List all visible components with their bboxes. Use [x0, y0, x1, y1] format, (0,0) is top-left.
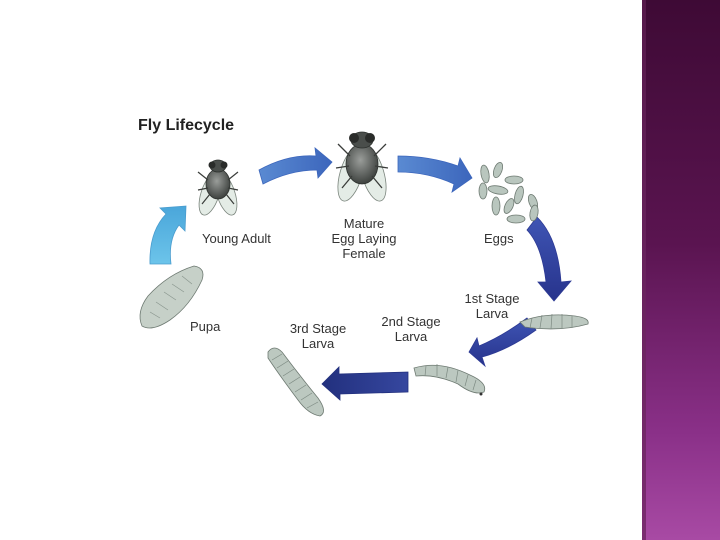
second-larva-label-line: Larva: [394, 329, 428, 344]
third-larva-label-line: Larva: [301, 336, 335, 351]
eggs-label: Eggs: [484, 231, 514, 246]
eggs-illustration: [478, 161, 539, 224]
decorative-side-panel: [642, 0, 720, 540]
arrow-young-adult-to-mature: [258, 147, 333, 185]
second-stage-larva-illustration: [413, 364, 486, 396]
arrow-pupa-to-young-adult: [149, 205, 187, 265]
first-stage-larva-illustration: [519, 313, 589, 330]
mature-label-line: Egg Laying: [331, 231, 397, 246]
first-stage-larva-label: 1st Stage Larva: [458, 291, 526, 321]
second-larva-label-line: 2nd Stage: [381, 314, 441, 329]
arrow-second-to-third-larva: [321, 366, 409, 401]
mature-female-fly-illustration: [335, 131, 389, 202]
second-stage-larva-label: 2nd Stage Larva: [374, 314, 448, 344]
side-panel-edge: [642, 0, 646, 540]
arrow-eggs-to-first-larva: [526, 216, 572, 302]
third-stage-larva-illustration: [267, 347, 324, 417]
young-adult-label: Young Adult: [202, 231, 271, 246]
arrow-first-to-second-larva: [468, 317, 537, 368]
mature-female-label: Mature Egg Laying Female: [324, 216, 404, 261]
mature-label-line: Female: [342, 246, 386, 261]
third-stage-larva-label: 3rd Stage Larva: [282, 321, 354, 351]
first-larva-label-line: 1st Stage: [464, 291, 520, 306]
diagram-title: Fly Lifecycle: [138, 117, 235, 134]
arrow-mature-to-eggs: [397, 155, 473, 193]
pupa-label: Pupa: [190, 319, 221, 334]
young-adult-fly-illustration: [197, 159, 239, 216]
mature-label-line: Mature: [343, 216, 385, 231]
first-larva-label-line: Larva: [475, 306, 509, 321]
pupa-illustration: [139, 265, 204, 329]
third-larva-label-line: 3rd Stage: [289, 321, 347, 336]
